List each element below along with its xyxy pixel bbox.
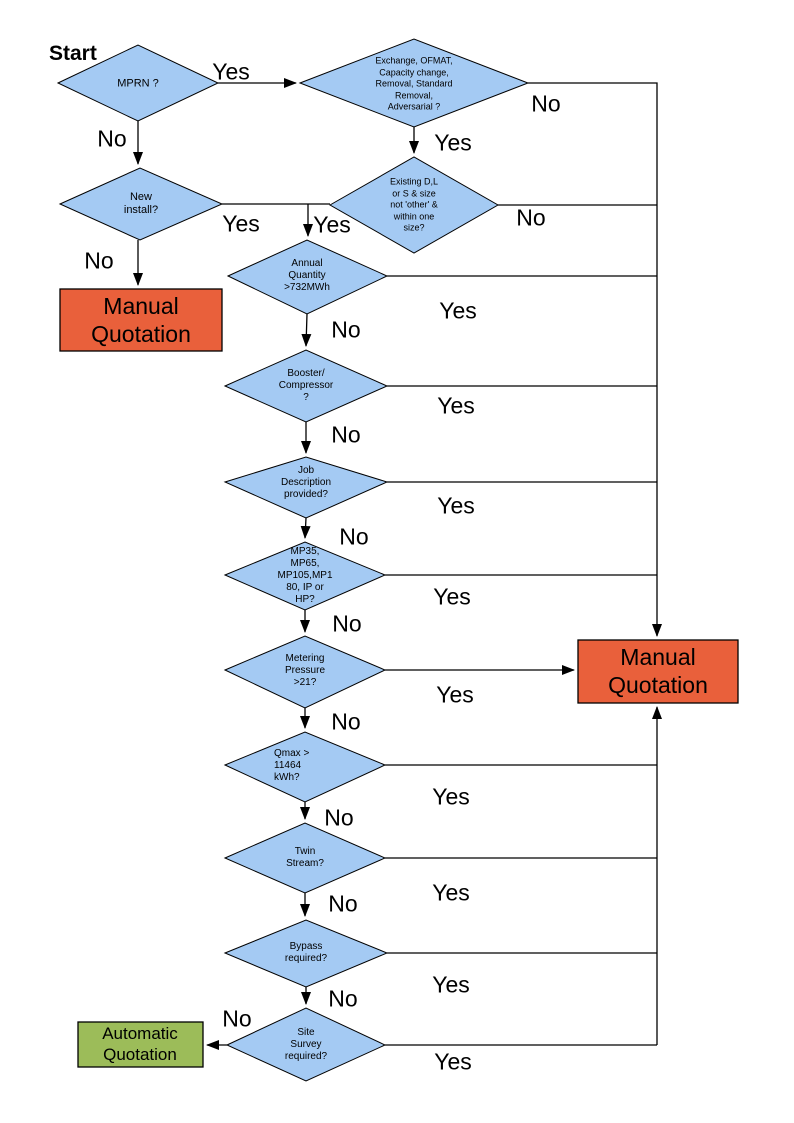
- annual-quantity-label: Annual Quantity >732MWh: [284, 258, 330, 293]
- site-survey-diamond: [225, 1007, 387, 1082]
- qmax-diamond: [223, 731, 387, 803]
- booster-yes-label: Yes: [437, 392, 475, 419]
- start-label: Start: [49, 42, 97, 65]
- annual-quantity-diamond: [226, 239, 389, 315]
- site-survey-label: Site Survey required?: [284, 1027, 328, 1062]
- qmax-label: Qmax > 11464 kWh?: [274, 748, 310, 783]
- existing-yes-label: Yes: [313, 211, 351, 238]
- booster-no-label: No: [331, 421, 361, 448]
- pressure-tier-label: MP35, MP65, MP105,MP1 80, IP or HP?: [277, 546, 333, 605]
- twin-no-label: No: [328, 890, 358, 917]
- pressure-tier-no-label: No: [332, 610, 362, 637]
- decision-group: [56, 38, 530, 1082]
- metering-pressure-diamond: [223, 635, 387, 709]
- exchange-diamond: [298, 38, 530, 128]
- twin-stream-label: Twin Stream?: [286, 846, 324, 869]
- twin-stream-diamond: [223, 822, 387, 894]
- mprn-diamond: [56, 44, 220, 122]
- new-install-label: New install?: [123, 191, 159, 216]
- existing-no-label: No: [516, 204, 546, 231]
- edge-group: [133, 78, 662, 1050]
- annual-yes-label: Yes: [439, 297, 477, 324]
- site-yes-label: Yes: [434, 1048, 472, 1075]
- metering-no-label: No: [331, 708, 361, 735]
- existing-diamond: [328, 156, 500, 254]
- twin-yes-label: Yes: [432, 879, 470, 906]
- mprn-label: MPRN ?: [117, 77, 159, 90]
- new-install-diamond: [58, 167, 224, 241]
- edge-exchange-no-collector: [528, 82, 662, 637]
- qmax-yes-label: Yes: [432, 783, 470, 810]
- bypass-label: Bypass required?: [284, 941, 328, 964]
- exchange-no-label: No: [531, 90, 561, 117]
- manual-quotation-right-box: [577, 639, 739, 704]
- qmax-no-label: No: [324, 804, 354, 831]
- job-description-diamond: [223, 456, 389, 519]
- booster-label: Booster/ Compressor ?: [278, 368, 334, 403]
- mprn-no-label: No: [97, 125, 127, 152]
- exchange-label: Exchange, OFMAT, Capacity change, Remova…: [375, 55, 453, 112]
- edge-annual-no: [301, 313, 312, 347]
- terminal-group: [59, 288, 739, 1068]
- metering-yes-label: Yes: [436, 681, 474, 708]
- metering-pressure-label: Metering Pressure >21?: [284, 653, 326, 688]
- automatic-quotation-box: [77, 1021, 204, 1068]
- existing-label: Existing D,L or S & size not 'other' & w…: [389, 176, 439, 233]
- new-install-no-label: No: [84, 247, 114, 274]
- job-yes-label: Yes: [437, 492, 475, 519]
- mprn-yes-label: Yes: [212, 58, 250, 85]
- bypass-diamond: [223, 919, 389, 988]
- exchange-yes-label: Yes: [434, 129, 472, 156]
- new-install-yes-label: Yes: [222, 210, 260, 237]
- automatic-quotation-label: Automatic Quotation: [102, 1024, 178, 1064]
- pressure-tier-yes-label: Yes: [433, 583, 471, 610]
- pressure-tier-diamond: [223, 541, 387, 611]
- bypass-no-label: No: [328, 985, 358, 1012]
- job-no-label: No: [339, 523, 369, 550]
- bypass-yes-label: Yes: [432, 971, 470, 998]
- manual-quotation-left-label: Manual Quotation: [91, 293, 191, 347]
- manual-quotation-left-box: [59, 288, 223, 352]
- edge-job-no: [300, 517, 311, 539]
- job-description-label: Job Description provided?: [280, 465, 332, 500]
- manual-quotation-right-label: Manual Quotation: [608, 644, 708, 698]
- annual-no-label: No: [331, 316, 361, 343]
- site-no-label: No: [222, 1005, 252, 1032]
- booster-diamond: [223, 349, 389, 423]
